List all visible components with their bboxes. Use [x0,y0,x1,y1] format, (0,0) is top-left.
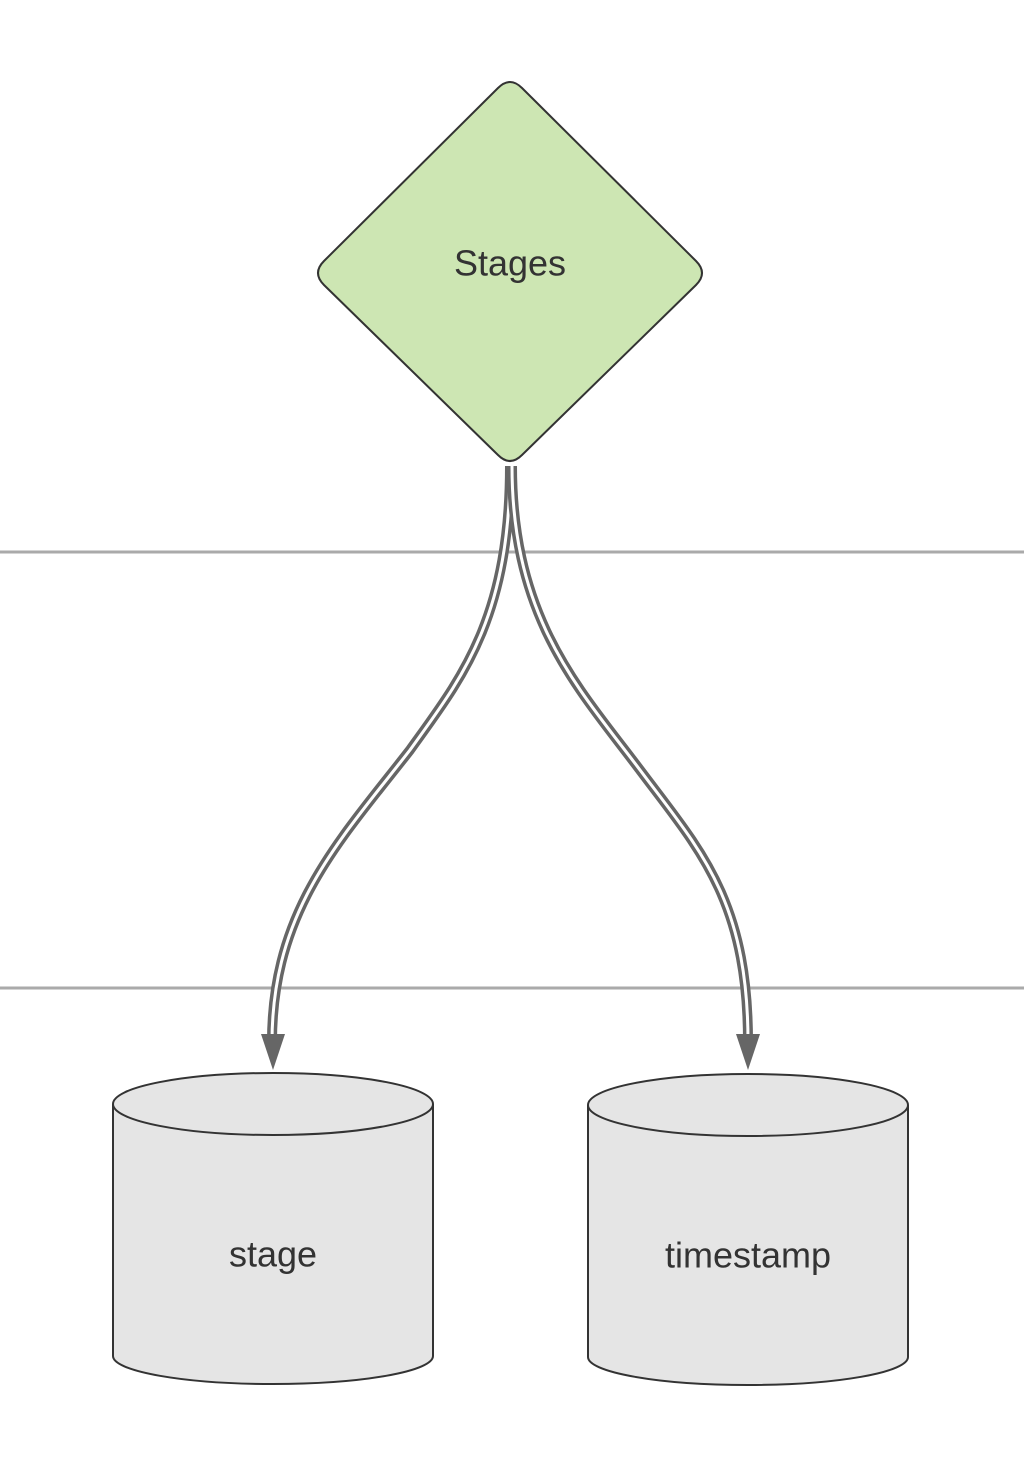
datastore-label-timestamp: timestamp [665,1235,831,1276]
edge-stages-to-timestamp[interactable] [507,465,760,1070]
edge-stages-to-stage[interactable] [261,465,515,1070]
cylinder-body [587,1105,909,1386]
cylinder-top [112,1072,434,1136]
datastore-node-stage[interactable]: stage [112,1072,434,1385]
cylinder-body [112,1104,434,1385]
arrowhead-left [261,1034,285,1070]
datastore-node-timestamp[interactable]: timestamp [587,1073,909,1386]
cylinder-top [587,1073,909,1137]
decision-label: Stages [454,243,566,284]
decision-node-stages[interactable]: Stages [317,81,703,462]
diamond-shape [317,81,703,462]
datastore-label-stage: stage [229,1234,317,1275]
arrowhead-right [736,1034,760,1070]
